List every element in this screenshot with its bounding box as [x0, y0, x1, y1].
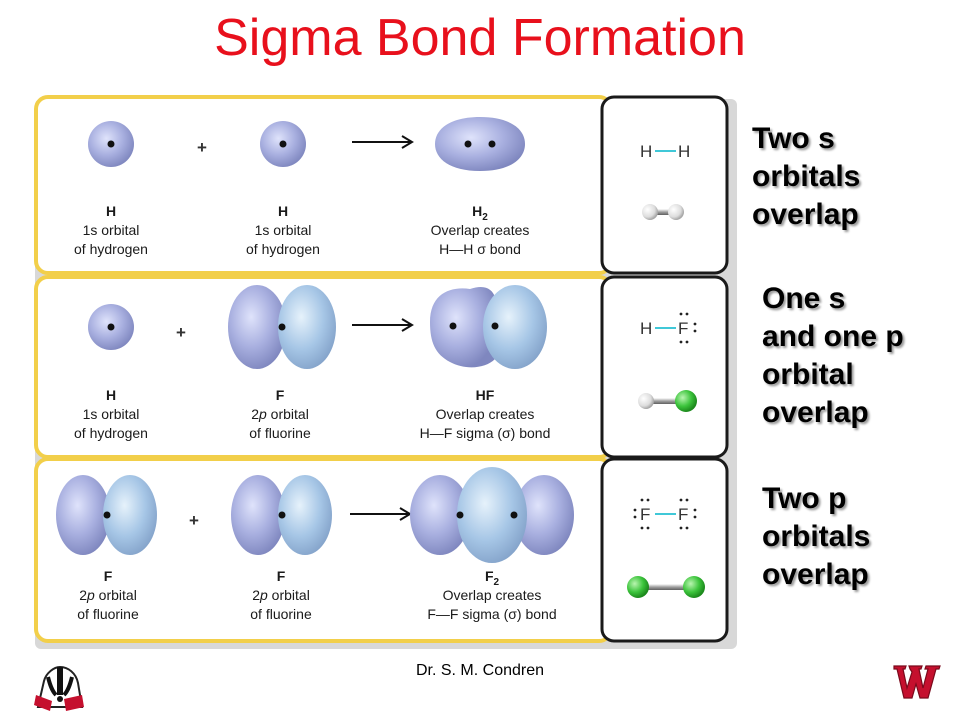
item-desc: 1s orbital — [255, 222, 312, 238]
svg-text:H: H — [640, 142, 652, 161]
svg-text:F: F — [678, 319, 688, 338]
item-desc: of fluorine — [77, 606, 139, 622]
plus-sign: + — [176, 323, 186, 342]
footer-credit: Dr. S. M. Condren — [415, 662, 545, 679]
f2-sigma-orbital — [410, 467, 574, 563]
item-name: H — [278, 203, 288, 219]
item-name: F — [104, 568, 113, 584]
caption-line: orbital — [762, 358, 854, 391]
model-panel — [600, 275, 729, 459]
caption-s-s: Two s orbitals overlap — [752, 120, 860, 234]
fluorine-2p-orbital — [231, 475, 332, 555]
item-name: H2 — [472, 203, 488, 223]
fluorine-2p-orbital — [228, 285, 336, 369]
wisconsin-w-logo — [893, 665, 941, 699]
item-desc: of hydrogen — [246, 241, 320, 257]
item-name: H — [106, 203, 116, 219]
svg-text:F: F — [678, 505, 688, 524]
hydrogen-1s-orbital — [260, 121, 306, 167]
reaction-arrow — [352, 135, 414, 149]
caption-line: orbitals — [752, 160, 861, 193]
caption-line: overlap — [762, 396, 869, 429]
item-desc: 2p orbital — [251, 406, 309, 422]
lewis-structure-h2: H H — [640, 142, 690, 161]
item-name: F2 — [485, 568, 500, 588]
row-p-p: + F 2p orbital of fluorine F 2p orbital … — [34, 457, 729, 643]
item-desc: 2p orbital — [79, 587, 137, 603]
caption-line: orbitals — [762, 520, 871, 553]
model-panel — [600, 95, 729, 275]
caption-line: Two s — [752, 122, 835, 155]
item-name: H — [106, 387, 116, 403]
orbital-diagram: + H 1s orbital of hydrogen H 1s orbital … — [34, 95, 737, 649]
badger-mascot-icon — [30, 655, 86, 713]
svg-text:H: H — [640, 319, 652, 338]
item-desc: of fluorine — [249, 425, 311, 441]
plus-sign: + — [197, 138, 207, 157]
item-name: F — [277, 568, 286, 584]
caption-line: overlap — [762, 558, 869, 591]
ball-and-stick-h2 — [642, 204, 684, 220]
item-desc: F—F sigma (σ) bond — [427, 606, 556, 622]
ball-and-stick-hf — [638, 390, 697, 412]
item-desc: of fluorine — [250, 606, 312, 622]
lewis-structure-hf: H F — [640, 312, 697, 344]
item-desc: 1s orbital — [83, 406, 140, 422]
caption-line: overlap — [752, 198, 859, 231]
slide-title: Sigma Bond Formation — [214, 9, 746, 67]
caption-line: and one p — [762, 320, 904, 353]
hydrogen-1s-orbital — [88, 121, 134, 167]
hydrogen-1s-orbital — [88, 304, 134, 350]
model-panel — [600, 457, 729, 643]
fluorine-2p-orbital — [56, 475, 157, 555]
reaction-arrow — [352, 318, 414, 332]
svg-text:F: F — [640, 505, 650, 524]
item-desc: Overlap creates — [436, 406, 535, 422]
reaction-arrow — [350, 507, 412, 521]
ball-and-stick-f2 — [627, 576, 705, 598]
caption-line: One s — [762, 282, 846, 315]
item-desc: of hydrogen — [74, 425, 148, 441]
item-desc: of hydrogen — [74, 241, 148, 257]
caption-line: Two p — [762, 482, 847, 515]
caption-p-p: Two p orbitals overlap — [762, 480, 870, 594]
row-s-s: + H 1s orbital of hydrogen H 1s orbital … — [34, 95, 729, 275]
svg-text:H: H — [678, 142, 690, 161]
item-desc: 1s orbital — [83, 222, 140, 238]
item-desc: H—H σ bond — [439, 241, 521, 257]
item-name: HF — [476, 387, 495, 403]
item-name: F — [276, 387, 285, 403]
row-s-p: + H 1s orbital of hydrogen F 2p orbital … — [34, 275, 729, 459]
hf-sigma-orbital — [430, 285, 547, 369]
plus-sign: + — [189, 511, 199, 530]
caption-s-p: One s and one p orbital overlap — [762, 280, 904, 432]
lewis-structure-f2: F F — [633, 498, 697, 530]
h2-sigma-orbital — [435, 117, 525, 171]
item-desc: Overlap creates — [443, 587, 542, 603]
item-desc: Overlap creates — [431, 222, 530, 238]
item-desc: 2p orbital — [252, 587, 310, 603]
item-desc: H—F sigma (σ) bond — [420, 425, 551, 441]
